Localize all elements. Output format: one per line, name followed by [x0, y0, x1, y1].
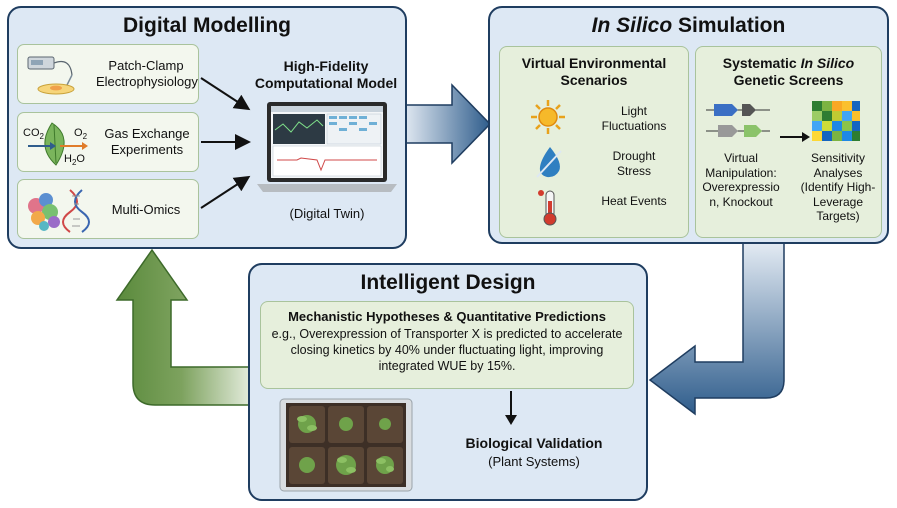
sun-icon	[531, 100, 565, 134]
plant-tray-image	[279, 398, 413, 492]
source-multi-omics: Multi-Omics	[17, 179, 199, 239]
model-caption: (Digital Twin)	[289, 206, 365, 221]
heat-events-label: Heat Events	[601, 194, 667, 208]
digital-modelling-title: Digital Modelling	[123, 14, 291, 37]
thermometer-icon	[538, 190, 557, 226]
light-fluctuations-label: Light Fluctuations	[601, 104, 667, 133]
validation-arrow	[505, 391, 517, 425]
flow-arrow-design-to-modelling	[115, 248, 261, 406]
sensitivity-arrow-icon	[780, 132, 810, 142]
patch-clamp-label: Patch-Clamp Electrophysiology	[96, 58, 198, 89]
sensitivity-analyses-label: Sensitivity Analyses (Identify High-Leve…	[800, 151, 876, 223]
environmental-title: Virtual Environmental Scenarios	[521, 55, 667, 88]
digital-modelling-panel: Digital Modelling Patch-Clamp Electrophy…	[7, 6, 407, 249]
drought-stress-label: Drought Stress	[612, 149, 656, 178]
flow-arrow-simulation-to-design	[648, 235, 785, 416]
in-silico-panel: In Silico Simulation Virtual Environment…	[488, 6, 889, 244]
water-drop-icon	[536, 147, 562, 178]
hypotheses-title: Mechanistic Hypotheses & Quantitative Pr…	[288, 309, 606, 324]
patch-clamp-icon	[27, 56, 75, 95]
hypotheses-box: Mechanistic Hypotheses & Quantitative Pr…	[260, 301, 634, 389]
multi-omics-label: Multi-Omics	[111, 202, 181, 217]
flow-arrow-modelling-to-simulation	[399, 83, 492, 165]
virtual-manipulation-label: Virtual Manipulation: Overexpressio n, K…	[702, 151, 780, 209]
intelligent-design-title: Intelligent Design	[360, 271, 536, 294]
model-title: High-Fidelity Computational Model	[254, 58, 398, 91]
source-gas-exchange: CO2 O2 H2O Gas Exchange Experiments	[17, 112, 199, 172]
genetic-screens-box: Systematic In Silico Genetic Screens Vir…	[695, 46, 882, 238]
genetic-screens-title: Systematic In Silico Genetic Screens	[722, 55, 855, 88]
gas-exchange-label: Gas Exchange Experiments	[104, 126, 190, 157]
laptop-icon	[257, 102, 397, 192]
leaf-gas-exchange-icon	[28, 122, 88, 166]
validation-title: Biological Validation	[465, 435, 603, 451]
co2-label: CO2	[23, 127, 44, 142]
in-silico-title: In Silico Simulation	[591, 14, 786, 37]
input-arrows	[200, 77, 251, 209]
heatmap-icon	[812, 101, 860, 141]
environmental-scenarios-box: Virtual Environmental Scenarios Light Fl…	[499, 46, 689, 238]
intelligent-design-panel: Intelligent Design Mechanistic Hypothese…	[248, 263, 648, 501]
hypotheses-body: e.g., Overexpression of Transporter X is…	[271, 327, 623, 373]
h2o-label: H2O	[64, 153, 85, 168]
validation-subtitle: (Plant Systems)	[488, 454, 580, 469]
cells-dna-icon	[28, 189, 90, 233]
gene-construct-icon	[706, 104, 770, 137]
source-patch-clamp: Patch-Clamp Electrophysiology	[17, 44, 199, 104]
o2-label: O2	[74, 127, 88, 142]
